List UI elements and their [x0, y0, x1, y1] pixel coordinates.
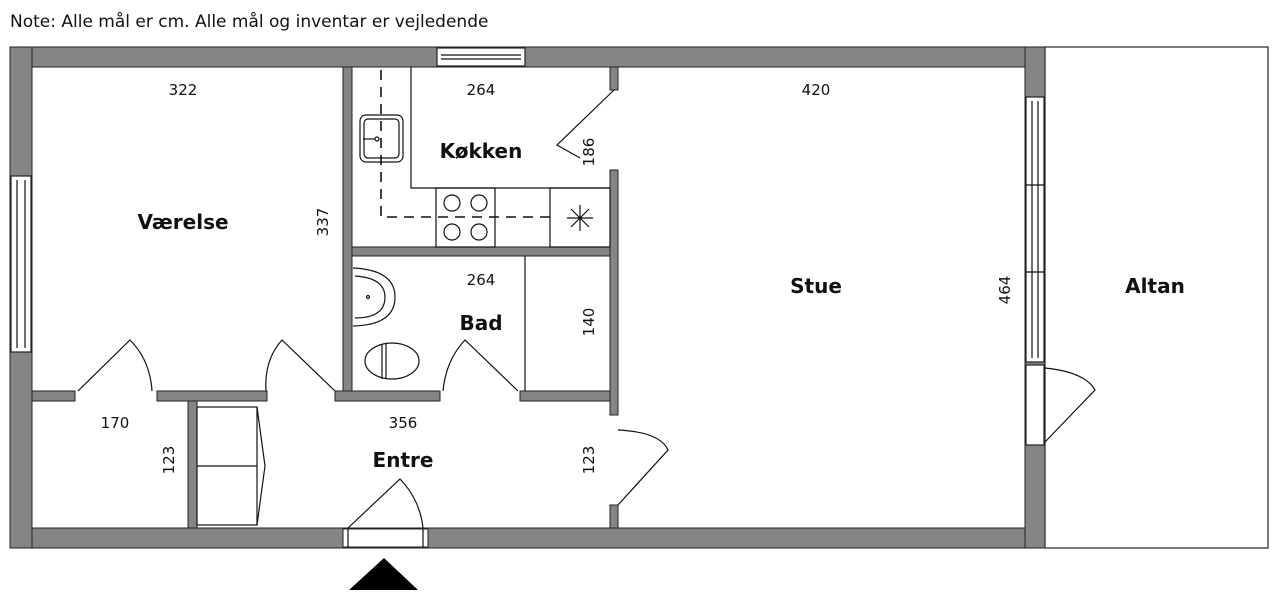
dim-vaerelse-width: 322	[169, 81, 198, 99]
altan-area	[1044, 46, 1269, 549]
room-label-entre: Entre	[373, 448, 434, 472]
room-label-vaerelse: Værelse	[137, 210, 228, 234]
wardrobe	[196, 406, 266, 526]
dim-kokken-width: 264	[467, 81, 496, 99]
room-label-bad: Bad	[459, 311, 502, 335]
entrance-arrow-icon	[349, 558, 418, 590]
dim-stue-height: 464	[996, 276, 1014, 305]
room-label-kokken: Køkken	[440, 139, 523, 163]
toilet-icon	[364, 342, 420, 380]
room-label-altan: Altan	[1125, 274, 1185, 298]
sink-icon	[359, 114, 404, 163]
dim-entre-height: 123	[580, 446, 598, 475]
dim-vaerelse-height: 337	[314, 208, 332, 237]
dim-bad-width: 264	[467, 271, 496, 289]
dim-entre-width: 356	[389, 414, 418, 432]
dim-closet-height: 123	[160, 446, 178, 475]
kitchen-fixtures	[359, 67, 611, 248]
interior-walls	[31, 66, 619, 529]
dim-kokken-height: 186	[580, 138, 598, 167]
bathroom-fixtures	[352, 267, 420, 380]
dim-stue-width: 420	[802, 81, 831, 99]
plan-note: Note: Alle mål er cm. Alle mål og invent…	[10, 12, 489, 32]
washbasin-icon	[352, 267, 396, 327]
windows	[10, 47, 1045, 548]
room-label-stue: Stue	[790, 274, 842, 298]
dim-closet-width: 170	[101, 414, 130, 432]
doors	[77, 89, 1096, 529]
dim-bad-height: 140	[580, 308, 598, 337]
